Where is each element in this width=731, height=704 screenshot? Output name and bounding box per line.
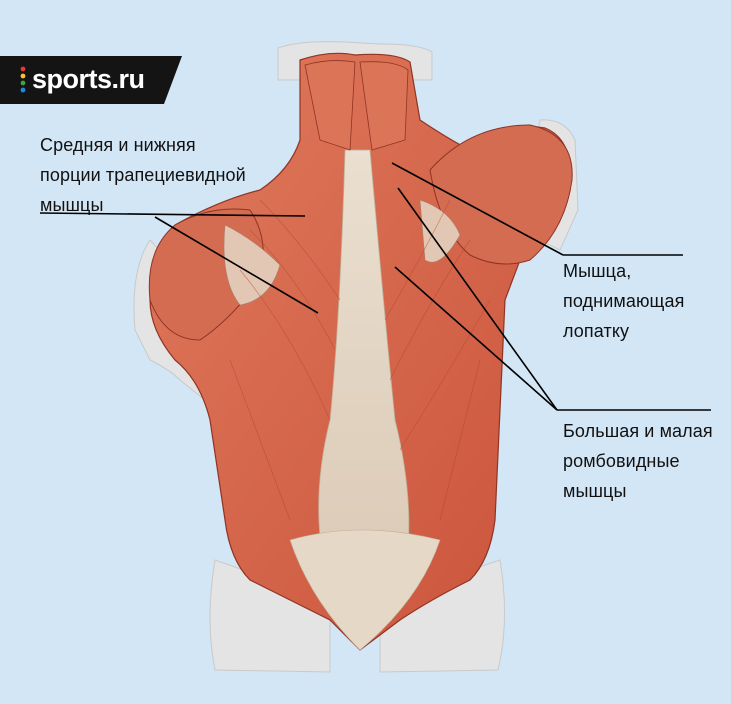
levator-scapulae-label: Мышца, поднимающая лопатку xyxy=(563,256,684,346)
rhomboid-label: Большая и малая ромбовидные мышцы xyxy=(563,416,713,506)
rhomboid-label-line-1: Большая и малая xyxy=(563,421,713,441)
trapezius-label-line-1: Средняя и нижняя xyxy=(40,135,196,155)
trapezius-label-line-3: мышцы xyxy=(40,195,104,215)
levator-label-line-3: лопатку xyxy=(563,321,630,341)
logo-dot-red xyxy=(20,66,26,72)
rhomboid-label-line-2: ромбовидные xyxy=(563,451,680,471)
trapezius-label: Средняя и нижняя порции трапециевидной м… xyxy=(40,130,246,220)
logo-text[interactable]: sports.ru xyxy=(32,64,145,94)
levator-label-line-1: Мышца, xyxy=(563,261,632,281)
logo-dot-yellow xyxy=(20,73,26,79)
levator-label-line-2: поднимающая xyxy=(563,291,685,311)
sports-logo-badge xyxy=(0,56,182,104)
trapezius-label-line-2: порции трапециевидной xyxy=(40,165,246,185)
rhomboid-label-line-3: мышцы xyxy=(563,481,627,501)
logo-dot-green xyxy=(20,80,26,86)
logo-dot-blue xyxy=(20,87,26,93)
